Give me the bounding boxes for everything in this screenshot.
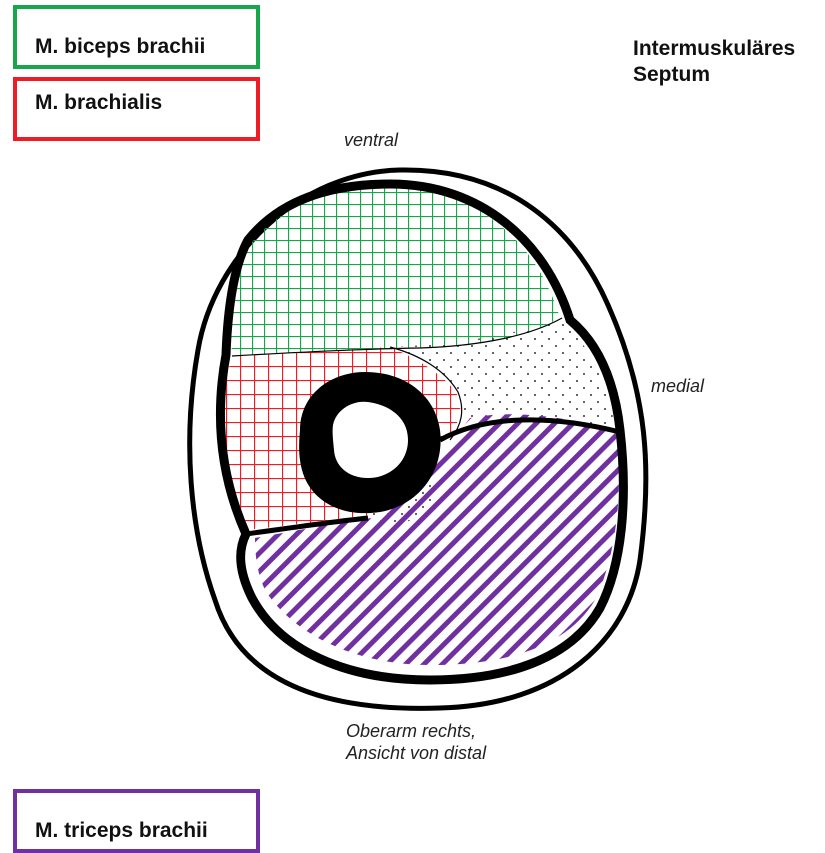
triceps-label-box: M. triceps brachii: [13, 789, 260, 853]
biceps-label: M. biceps brachii: [35, 35, 205, 59]
biceps-label-box: M. biceps brachii: [13, 5, 260, 69]
septum-label-line1: Intermuskuläres: [633, 36, 795, 62]
septum-label-line2: Septum: [633, 62, 795, 88]
triceps-label: M. triceps brachii: [35, 819, 208, 843]
caption-line2: Ansicht von distal: [346, 742, 486, 764]
brachialis-label-box: M. brachialis: [13, 77, 260, 141]
caption-line1: Oberarm rechts,: [346, 720, 486, 742]
brachialis-label: M. brachialis: [35, 91, 162, 115]
diagram-caption: Oberarm rechts, Ansicht von distal: [346, 720, 486, 764]
ventral-label: ventral: [344, 130, 398, 151]
medial-label: medial: [651, 376, 704, 397]
septum-label: Intermuskuläres Septum: [633, 36, 795, 88]
